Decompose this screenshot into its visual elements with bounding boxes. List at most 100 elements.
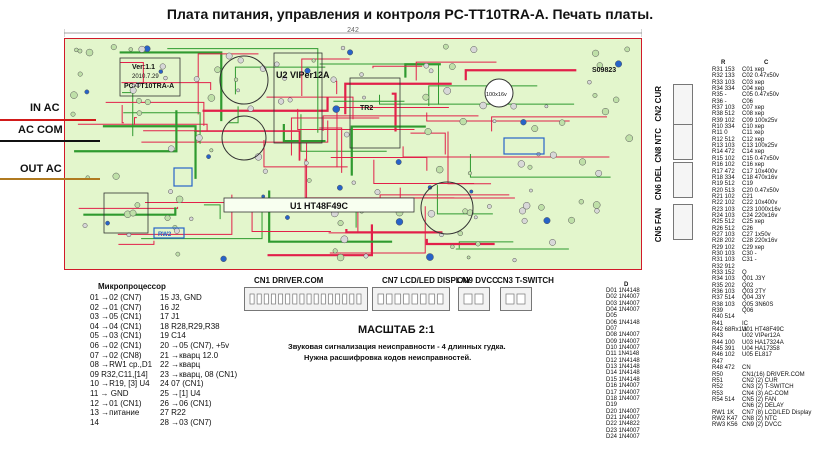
mcu-pin-row: 17 J1 — [160, 312, 180, 322]
c-table-row: C03 хер — [742, 79, 765, 86]
pcb-trace — [197, 53, 259, 115]
pcb-pad — [110, 44, 117, 51]
cn6-side-connector — [673, 162, 693, 198]
connector-pin — [313, 293, 319, 305]
pcb-trace — [121, 82, 212, 91]
connector-pin — [335, 293, 340, 305]
r-table-row: R52 — [712, 384, 724, 391]
pcb-pad — [492, 119, 497, 124]
version-box — [119, 57, 181, 97]
io-label-ac-com: AC COM — [18, 124, 63, 136]
pcb-trace — [167, 48, 319, 133]
pcb-pad — [351, 180, 356, 185]
r-table-row: R33 152 — [712, 270, 735, 276]
pcb-pad — [129, 86, 137, 94]
pcb-pad — [531, 125, 539, 132]
connector-pin — [411, 293, 418, 305]
pcb-pad — [459, 117, 467, 126]
pcb-pad — [529, 188, 533, 193]
d-table-row: D04 1N4007 — [606, 307, 640, 314]
pcb-pad — [347, 49, 354, 56]
pcb-pad — [395, 218, 404, 226]
pcb-pad — [374, 189, 381, 196]
pcb-trace — [263, 140, 348, 168]
pcb-trace — [319, 63, 440, 105]
pcb-pad — [336, 253, 345, 262]
d-table-row: D21 1N4007 — [606, 414, 640, 421]
r-table-row: R37 514 — [712, 295, 735, 302]
jumper-block — [173, 167, 193, 187]
connector-pin — [342, 293, 348, 305]
c-table-row: C04 хер — [742, 86, 765, 93]
pcb-pad — [624, 46, 630, 53]
cn7-connector — [372, 287, 450, 311]
c-table-row: U04 HA17358 — [742, 346, 780, 353]
c-table-row: CN5 (2) FAN — [742, 396, 777, 403]
pcb-trace — [77, 123, 208, 132]
capacitor-c22 — [221, 115, 267, 161]
pcb-pad — [306, 178, 312, 183]
pcb-trace — [123, 112, 201, 144]
c-table-row: U03 HA17324A — [742, 339, 784, 346]
connector-pin — [299, 293, 305, 305]
pcb-pad — [521, 217, 528, 224]
pcb-trace — [102, 125, 197, 179]
c-table-row: CN7 (8) LCD/LED Display — [742, 409, 812, 416]
pcb-trace — [330, 157, 428, 171]
pcb-pad — [362, 95, 366, 100]
c-table-row: CN9 (2) DVCC — [742, 422, 782, 429]
pcb-pad — [592, 92, 598, 98]
c-table-row: C10 хер — [742, 124, 765, 131]
pcb-pad — [549, 151, 557, 159]
r-table-row: R35 - — [712, 92, 727, 99]
c-table-row: CN4 (3) AC-COM — [742, 390, 789, 397]
pcb-pad — [578, 199, 584, 205]
r-table-header: R — [721, 60, 726, 66]
c-table-header: C — [764, 60, 769, 66]
c-table-row: C18 470x16v — [742, 174, 778, 181]
capacitor-c23 — [484, 78, 514, 108]
pcb-pad — [479, 101, 487, 110]
pcb-trace — [121, 105, 124, 124]
pcb-pad — [277, 98, 285, 105]
pcb-pad — [424, 128, 432, 136]
c-table-row: C16 хер — [742, 162, 765, 169]
pcb-pad — [435, 165, 444, 174]
pcb-pad — [175, 195, 184, 204]
pcb-board: Ver:1.1 2010.7.29 PC-TT10TRA-A U2 VIPer1… — [64, 38, 642, 270]
c-table-row: CN6 (2) DELAY — [742, 403, 784, 410]
cn7-pins — [377, 293, 444, 305]
r-table-row: R33 103 — [712, 79, 735, 86]
pcb-pad — [173, 227, 180, 234]
chip-u3 — [103, 192, 149, 234]
r-table-row: R37 103 — [712, 105, 735, 112]
d-table-row: D22 1N4822 — [606, 421, 640, 428]
pcb-pad — [469, 189, 474, 194]
r-table-row: R39 102 — [712, 117, 735, 124]
rw1-box — [503, 137, 545, 155]
note-line-1: Звуковая сигнализация неисправности - 4 … — [288, 342, 506, 351]
chip-u2-label: U2 VIPer12A — [276, 70, 330, 80]
pcb-pad — [549, 239, 556, 246]
pcb-pad — [450, 244, 455, 249]
pcb-pad — [136, 110, 143, 116]
pcb-trace — [83, 207, 177, 216]
mcu-pin-row: 09 R32,C11,[14] — [90, 369, 148, 379]
r-table-row: R44 100 — [712, 339, 735, 346]
viper-area — [273, 52, 323, 144]
pcb-pad — [592, 49, 600, 57]
mcu-pin-row: 03 →05 (CN1) — [90, 312, 142, 322]
io-label-out-ac: OUT AC — [20, 163, 62, 175]
pcb-trace — [301, 58, 350, 97]
pcb-pad — [579, 158, 587, 166]
pcb-pad — [262, 168, 268, 174]
pcb-pad — [112, 172, 120, 180]
c-table-row: CN — [742, 365, 751, 372]
mcu-pin-row: 12 →01 (CN1) — [90, 398, 142, 408]
connector-pin — [428, 293, 435, 305]
pcb-trace — [228, 106, 239, 124]
pcb-pad — [135, 82, 141, 88]
d-table-row: D03 1N4007 — [606, 300, 640, 307]
